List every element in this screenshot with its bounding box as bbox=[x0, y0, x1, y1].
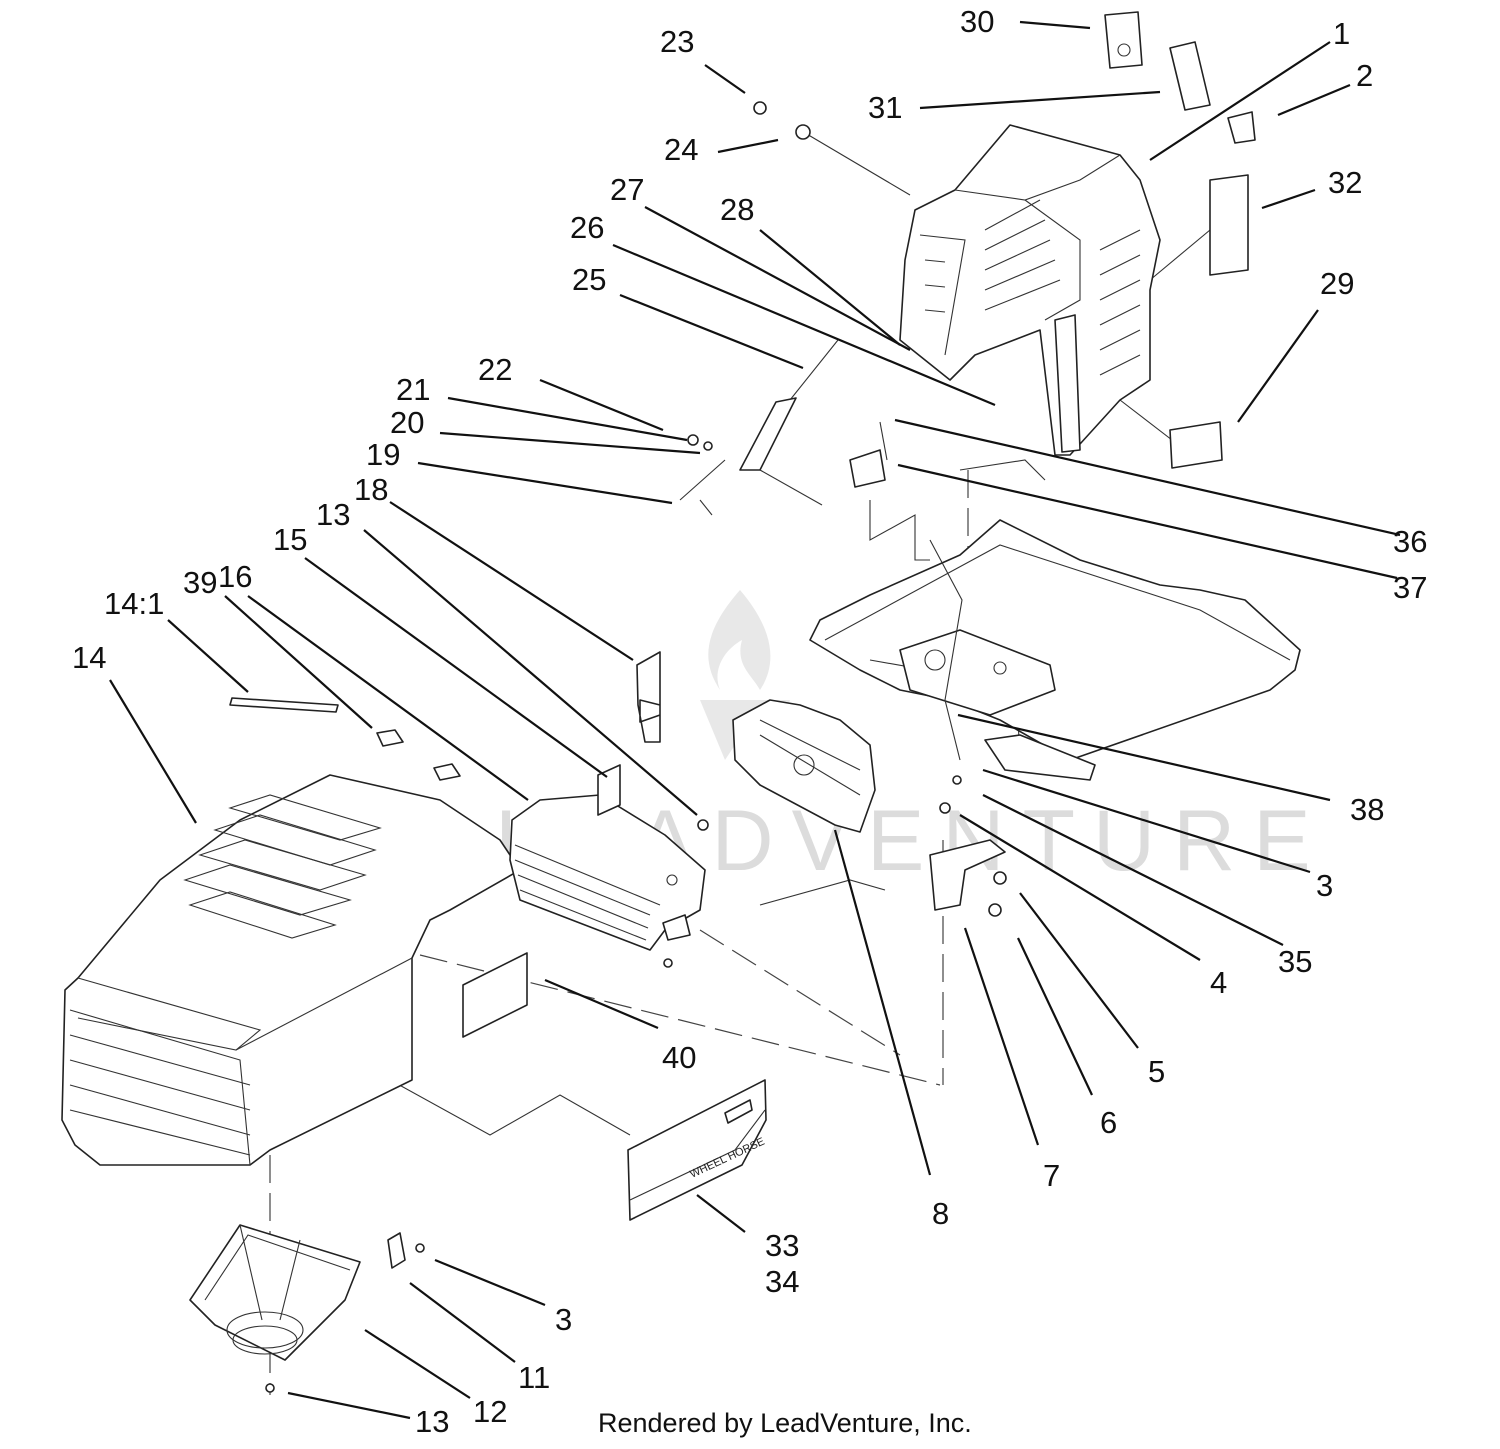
leader-28 bbox=[759, 229, 901, 346]
hardware-parts bbox=[662, 101, 1007, 968]
leader-4 bbox=[959, 814, 1201, 961]
leader-21 bbox=[447, 396, 688, 442]
fender-vent-slots bbox=[924, 199, 1141, 376]
part-label-39: 39 bbox=[183, 565, 217, 600]
part-label-35: 35 bbox=[1278, 944, 1312, 979]
leader-3-right bbox=[982, 768, 1311, 874]
leader-24 bbox=[717, 138, 779, 154]
side-decal-part: WHEEL HORSE bbox=[627, 1079, 767, 1221]
linkage-rod-part bbox=[679, 339, 839, 516]
part-label-27: 27 bbox=[610, 172, 644, 207]
headlight-housing-part bbox=[189, 1224, 425, 1393]
part-label-38: 38 bbox=[1350, 792, 1384, 827]
part-label-23: 23 bbox=[660, 24, 694, 59]
leader-26 bbox=[612, 243, 996, 407]
part-label-16: 16 bbox=[218, 559, 252, 594]
leader-22 bbox=[539, 378, 664, 432]
part-label-34: 34 bbox=[765, 1264, 799, 1299]
leader-1 bbox=[1149, 41, 1331, 161]
part-label-22: 22 bbox=[478, 352, 512, 387]
part-label-32: 32 bbox=[1328, 165, 1362, 200]
support-brackets bbox=[636, 651, 876, 833]
leader-12 bbox=[364, 1329, 471, 1399]
part-label-31: 31 bbox=[868, 90, 902, 125]
leader-14 bbox=[109, 679, 197, 824]
leader-27 bbox=[644, 206, 911, 351]
leader-14-1 bbox=[167, 619, 249, 693]
part-label-8: 8 bbox=[932, 1196, 949, 1231]
leader-13-top bbox=[363, 529, 698, 816]
hood-part bbox=[61, 774, 521, 1166]
leader-33 bbox=[696, 1194, 746, 1233]
leader-35 bbox=[982, 794, 1284, 946]
leader-7 bbox=[963, 927, 1040, 1146]
leader-37 bbox=[897, 463, 1398, 580]
leader-38 bbox=[957, 713, 1331, 802]
part-label-25: 25 bbox=[572, 262, 606, 297]
part-label-12: 12 bbox=[473, 1394, 507, 1429]
leader-11 bbox=[409, 1282, 516, 1363]
part-label-37: 37 bbox=[1393, 570, 1427, 605]
leader-3-bottom bbox=[434, 1258, 546, 1307]
leader-18 bbox=[389, 501, 634, 661]
part-label-6: 6 bbox=[1100, 1105, 1117, 1140]
leader-19 bbox=[417, 461, 673, 505]
part-label-15: 15 bbox=[273, 522, 307, 557]
leader-40 bbox=[544, 978, 659, 1030]
part-label-14-1: 14:1 bbox=[104, 586, 164, 621]
leader-5 bbox=[1019, 892, 1139, 1049]
part-label-21: 21 bbox=[396, 372, 430, 407]
leader-36 bbox=[894, 418, 1401, 537]
leader-16 bbox=[247, 595, 529, 801]
leader-20 bbox=[439, 431, 701, 455]
leader-lines bbox=[109, 20, 1401, 1420]
leader-25 bbox=[619, 293, 804, 370]
fender-pod-part bbox=[899, 124, 1161, 456]
part-label-28: 28 bbox=[720, 192, 754, 227]
part-label-3-bottom: 3 bbox=[555, 1302, 572, 1337]
part-label-24: 24 bbox=[664, 132, 698, 167]
leader-13-bottom bbox=[287, 1391, 411, 1420]
pod-decals bbox=[1104, 11, 1256, 469]
leader-2 bbox=[1277, 83, 1351, 117]
part-label-19: 19 bbox=[366, 437, 400, 472]
part-label-3-right: 3 bbox=[1316, 868, 1333, 903]
part-label-1: 1 bbox=[1333, 16, 1350, 51]
dash-panel-part bbox=[509, 764, 706, 951]
hood-vent-slots bbox=[183, 794, 382, 939]
part-label-20: 20 bbox=[390, 405, 424, 440]
watermark-flame-icon bbox=[708, 590, 771, 690]
part-label-29: 29 bbox=[1320, 266, 1354, 301]
part-label-11: 11 bbox=[518, 1360, 550, 1395]
part-labels: 30 1 2 23 31 24 27 32 28 26 25 29 22 21 … bbox=[72, 4, 1427, 1439]
part-label-36: 36 bbox=[1393, 524, 1427, 559]
part-label-18: 18 bbox=[354, 472, 388, 507]
part-label-30: 30 bbox=[960, 4, 994, 39]
part-label-4: 4 bbox=[1210, 965, 1227, 1000]
credit-text: Rendered by LeadVenture, Inc. bbox=[598, 1408, 972, 1438]
leader-15 bbox=[304, 557, 608, 778]
part-label-14: 14 bbox=[72, 640, 106, 675]
part-label-13-top: 13 bbox=[316, 497, 350, 532]
part-label-5: 5 bbox=[1148, 1054, 1165, 1089]
leader-31 bbox=[919, 90, 1161, 110]
leader-30 bbox=[1019, 20, 1091, 30]
part-label-7: 7 bbox=[1043, 1158, 1060, 1193]
decal-40 bbox=[462, 952, 528, 1038]
leader-29 bbox=[1237, 309, 1319, 423]
part-label-40: 40 bbox=[662, 1040, 696, 1075]
leader-39 bbox=[224, 595, 373, 729]
part-label-2: 2 bbox=[1356, 58, 1373, 93]
hood-decals bbox=[229, 697, 461, 781]
part-label-33: 33 bbox=[765, 1228, 799, 1263]
floor-pan-part bbox=[809, 519, 1301, 781]
leader-32 bbox=[1261, 188, 1316, 210]
part-label-26: 26 bbox=[570, 210, 604, 245]
leader-23 bbox=[704, 64, 746, 94]
leader-8 bbox=[833, 829, 932, 1176]
part-label-13-bottom: 13 bbox=[415, 1404, 449, 1439]
leader-6 bbox=[1017, 937, 1093, 1096]
